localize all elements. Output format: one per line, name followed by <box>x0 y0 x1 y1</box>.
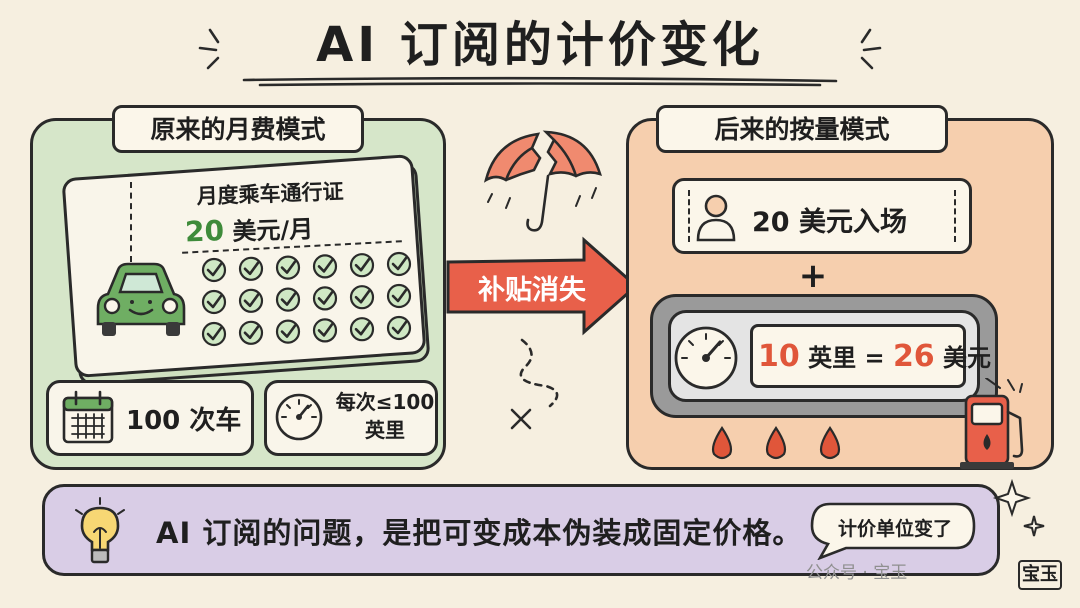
usage-model-label: 后来的按量模式 <box>656 105 948 153</box>
title-sparkle-left-icon <box>198 28 220 70</box>
entry-ticket-perforation-right <box>954 190 956 242</box>
signature-stamp: 宝玉 <box>1018 560 1062 590</box>
fuel-drops <box>711 426 841 460</box>
meter-display <box>750 324 966 388</box>
speech-bubble <box>810 502 976 560</box>
pass-price-number: 20 <box>184 214 225 249</box>
entry-fee: 20 美元入场 <box>752 207 907 238</box>
check-icon <box>238 256 264 281</box>
check-icon <box>349 317 375 342</box>
check-icon <box>201 289 227 315</box>
speedometer-icon <box>674 326 738 390</box>
meter-reading: 10 英里 = 26 美元 <box>758 338 991 374</box>
miles-limit-line2: 英里 <box>365 418 405 442</box>
person-icon <box>696 194 736 242</box>
check-icon <box>275 287 301 312</box>
check-icon <box>386 315 412 341</box>
car-icon <box>96 262 186 336</box>
plus-sign: + <box>798 256 828 296</box>
entry-ticket <box>672 178 972 254</box>
miles-limit: 每次≤100 英里 <box>330 388 440 444</box>
check-icon <box>386 251 412 277</box>
check-icon <box>238 320 264 345</box>
check-icon <box>238 288 264 313</box>
calendar-icon <box>62 390 114 444</box>
watermark: 公众号 · 宝玉 <box>806 563 908 583</box>
drop-icon <box>711 426 733 460</box>
check-icon <box>312 318 338 343</box>
meter-cost-number: 26 <box>892 339 935 374</box>
check-icon <box>275 255 301 280</box>
check-grid <box>201 251 412 347</box>
check-icon <box>275 319 301 344</box>
entry-ticket-perforation-left <box>688 190 690 242</box>
pass-price-unit: 美元/月 <box>223 215 314 247</box>
drop-icon <box>819 426 841 460</box>
subsidy-arrow-label: 补贴消失 <box>478 275 586 306</box>
title-sparkle-right-icon <box>860 28 882 70</box>
meter-miles-number: 10 <box>758 339 800 374</box>
dashed-path-doodle <box>510 338 559 430</box>
check-icon <box>386 283 412 309</box>
lightbulb-icon <box>75 497 125 564</box>
speech-bubble-text: 计价单位变了 <box>837 518 952 540</box>
monthly-model-label: 原来的月费模式 <box>112 105 364 153</box>
umbrella-broken-icon <box>483 130 602 232</box>
gas-pump-icon <box>960 378 1024 469</box>
pass-perforation <box>130 182 132 262</box>
sparkle-icon <box>992 478 1045 537</box>
check-icon <box>312 286 338 311</box>
conclusion-text: AI 订阅的问题，是把可变成本伪装成固定价格。 <box>156 516 803 550</box>
check-icon <box>312 254 338 279</box>
check-icon <box>349 285 375 310</box>
rides-count: 100 次车 <box>126 406 242 436</box>
meter-miles-unit: 英里 = <box>799 344 893 372</box>
gauge-icon <box>275 393 323 441</box>
check-icon <box>349 253 375 278</box>
meter-cost-unit: 美元 <box>934 344 992 372</box>
page-title: AI 订阅的计价变化 <box>316 17 764 73</box>
title-underline <box>242 76 838 87</box>
miles-limit-line1: 每次≤100 <box>335 390 435 414</box>
check-icon <box>201 257 227 283</box>
subsidy-arrow <box>446 236 639 336</box>
check-icon <box>201 321 227 347</box>
drop-icon <box>765 426 787 460</box>
